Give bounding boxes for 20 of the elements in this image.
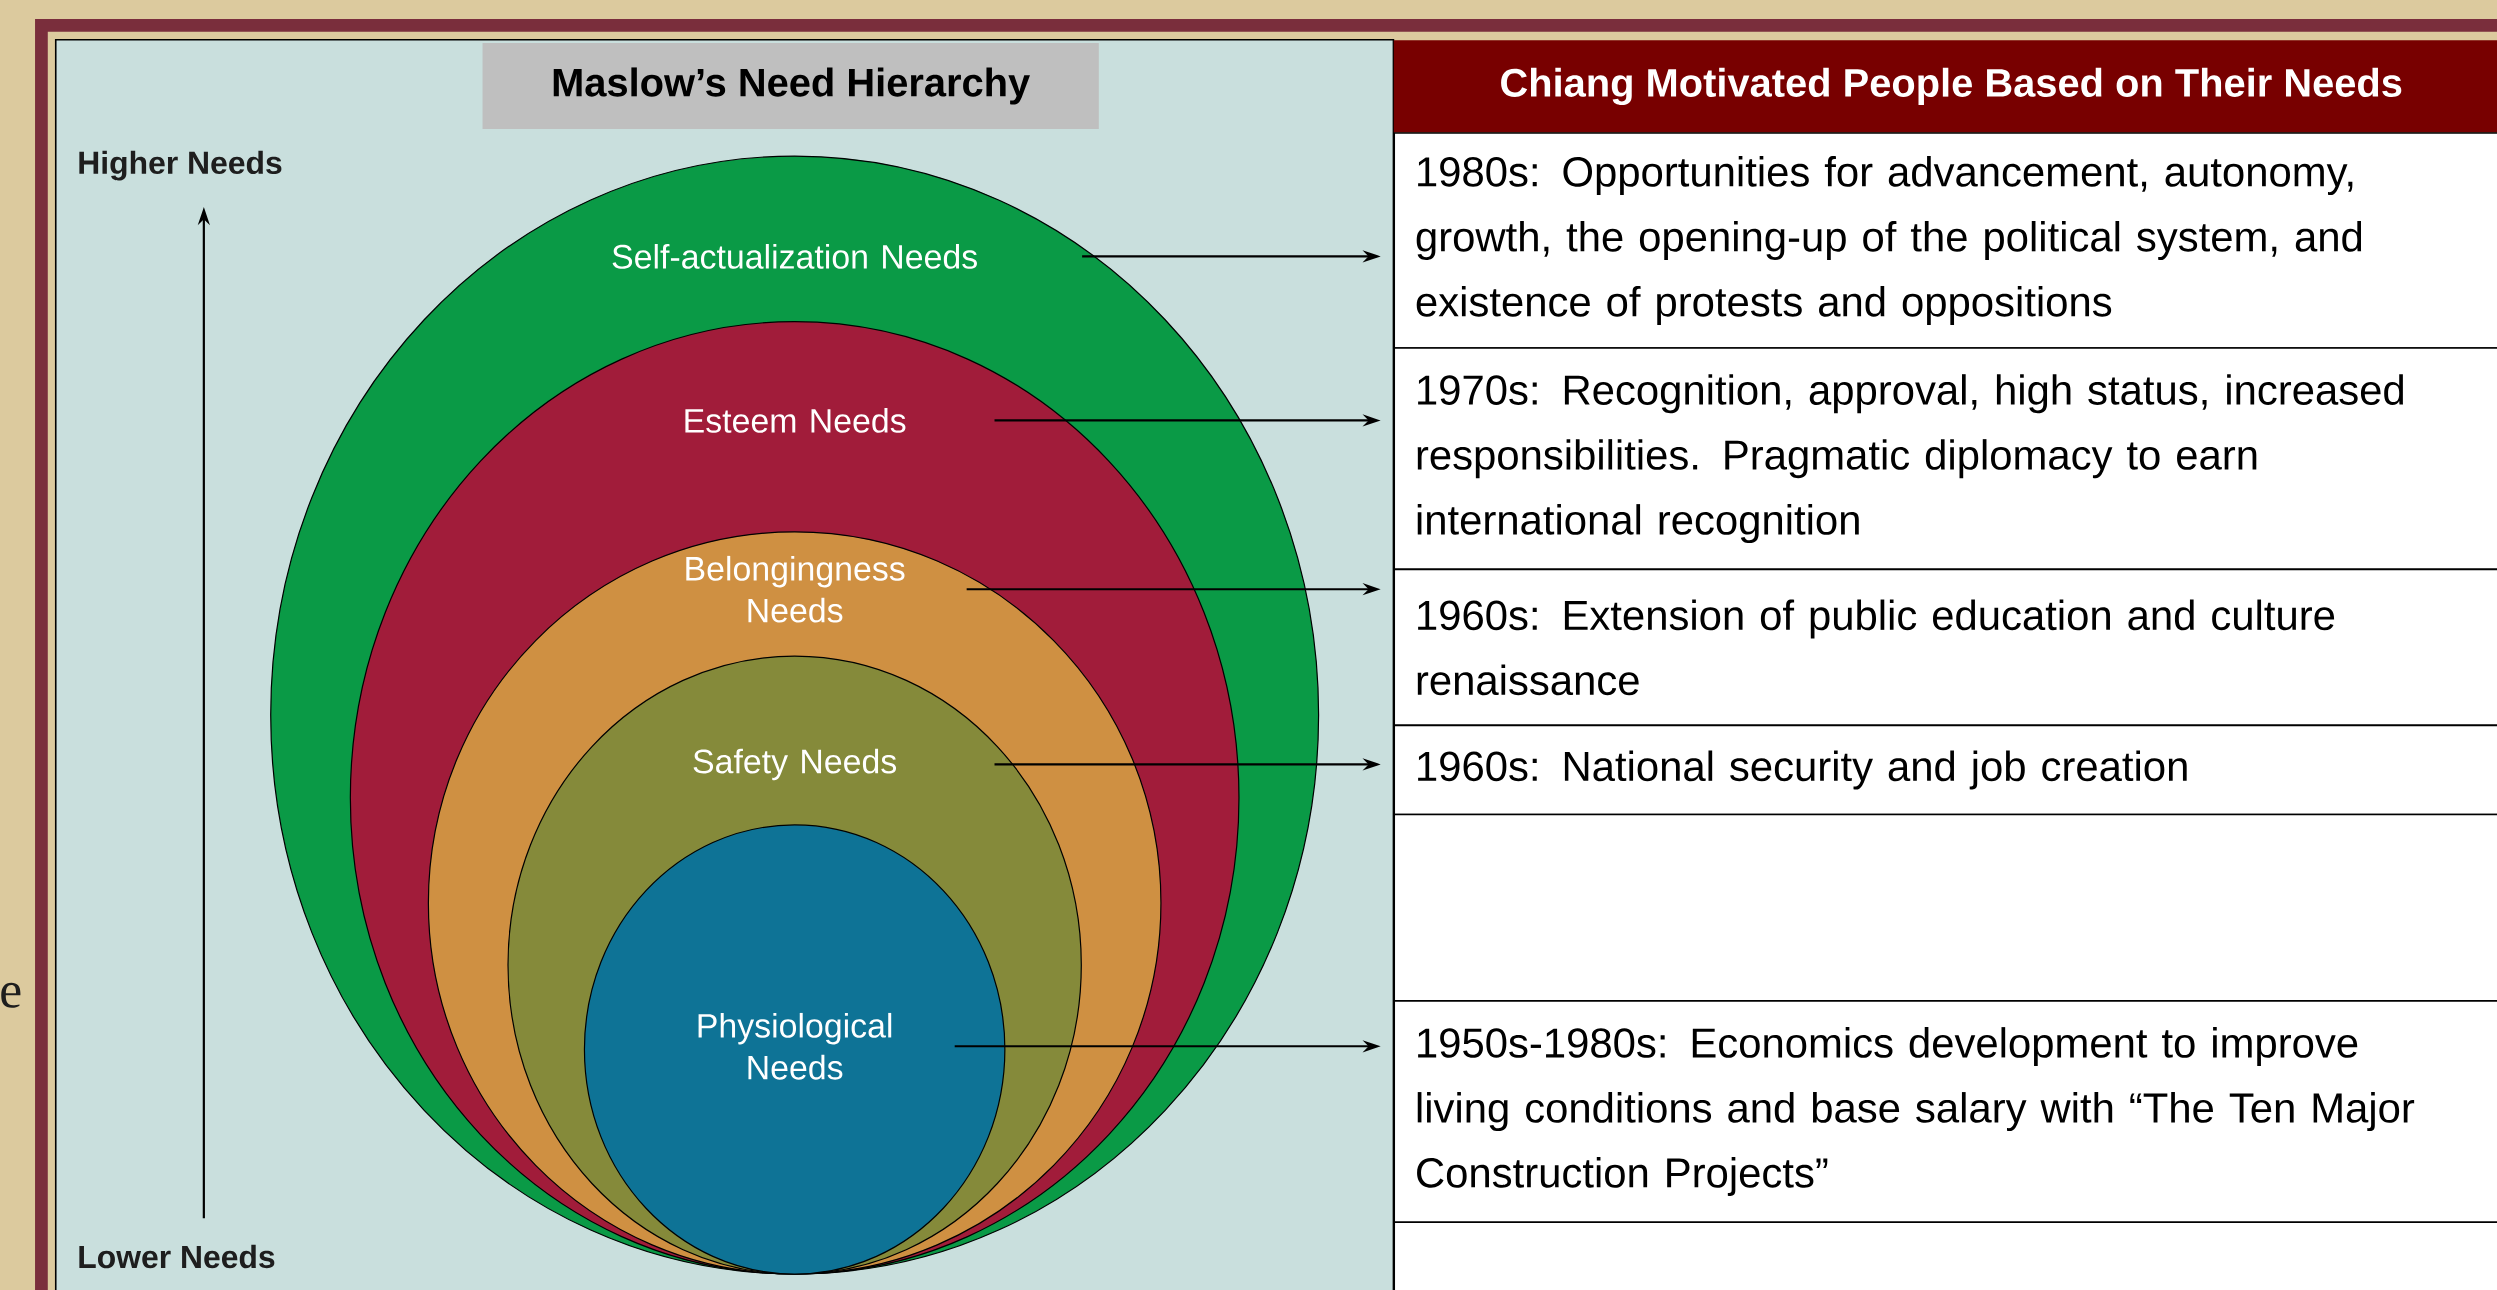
node-label: 1960s: Extension of public education and culture renaissance [1417,599,2335,696]
node-label: 1950s-1980s: Economics development to improve living conditions and base salary with “The Ten Major Construction Projects” [1417,1027,2415,1197]
need-label: Esteem Needs [685,408,906,433]
axis-label: Lower Needs [79,1244,275,1269]
empty-table-cell [1393,1221,2497,1290]
title-box: Maslow’s Need Hierarchy [482,43,1099,130]
node-label: 1980s: Opportunities for advancement, autonomy, growth, the opening-up of the political system, and existence of protests and oppositions [1416,156,2362,325]
table-cell: 1960s: Extension of public education and culture renaissance [1393,568,2497,727]
need-label: Physiological Needs [698,1012,892,1080]
need-label: Self-actualization Needs [612,244,977,269]
table-cell: 1980s: Opportunities for advancement, autonomy, growth, the opening-up of the political system, and existence of protests and oppositions [1393,132,2497,349]
need-label: Safety Needs [693,748,897,781]
table-header: Chiang Motivated People Based on Their Needs [1393,40,2497,133]
axis-label: Higher Needs [79,150,282,181]
node-label: 1960s: National security and job creation [1418,750,2187,790]
cut-off-text: e [1,982,21,1008]
node-label: 1970s: Recognition, approval, high status, increased responsibilities. Pragmatic diplomacy to earn international recognition [1417,374,2403,544]
need-label: Belongingness Needs [686,555,905,623]
table-cell: 1970s: Recognition, approval, high status, increased responsibilities. Pragmatic diplomacy to earn international recognition [1393,347,2497,571]
table-cell: 1960s: National security and job creation [1393,724,2497,816]
